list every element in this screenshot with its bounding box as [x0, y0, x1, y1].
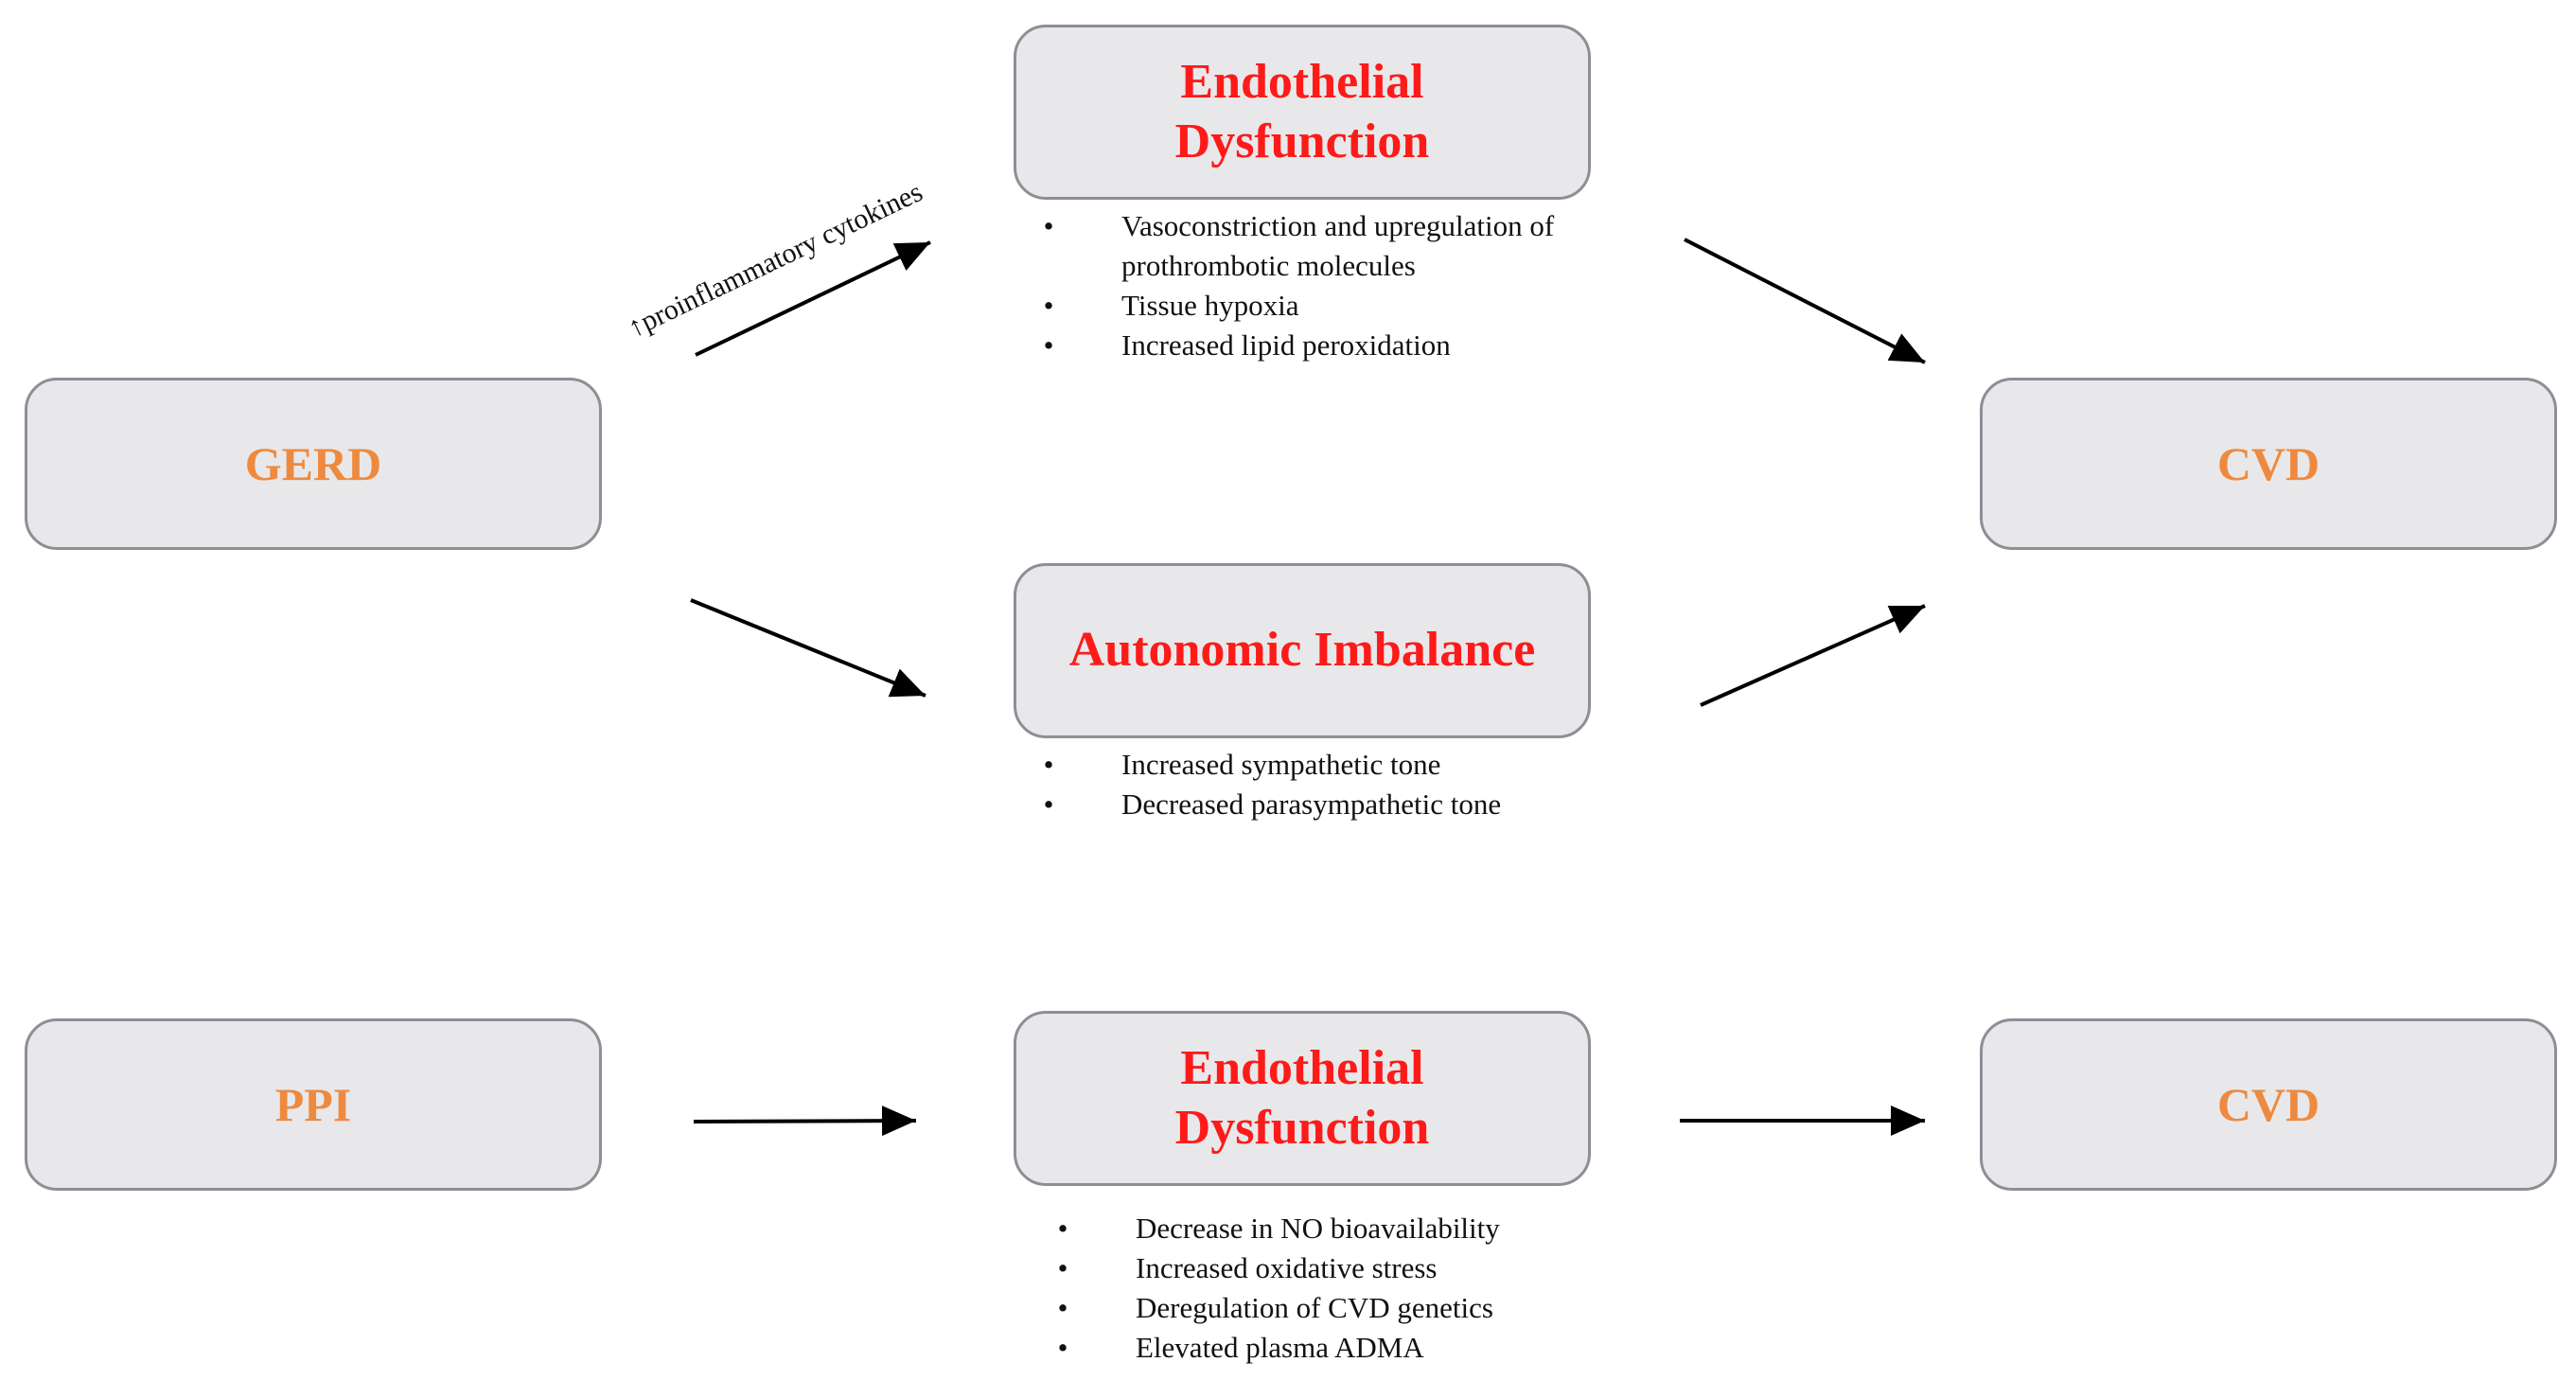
ppi-endothelial-bullets: • Decrease in NO bioavailability • Increas… — [1049, 1209, 1635, 1368]
cvd-box-ppi: CVD — [1980, 1018, 2557, 1191]
cvd-box-gerd: CVD — [1980, 378, 2557, 550]
bullet-item: • Decrease in NO bioavailability — [1049, 1209, 1635, 1248]
bullet-dot: • — [1057, 1212, 1068, 1245]
autonomic-imbalance-box: Autonomic Imbalance — [1014, 563, 1591, 738]
bullet-text: Decrease in NO bioavailability — [1136, 1212, 1500, 1245]
bullet-item: • Tissue hypoxia — [1034, 286, 1621, 326]
bullet-dot: • — [1043, 748, 1054, 781]
bullet-item: • Elevated plasma ADMA — [1049, 1328, 1635, 1368]
gerd-box: GERD — [25, 378, 602, 550]
arrow-gerd-to-autonomic — [690, 598, 926, 698]
endothelial-dysfunction-box-ppi: Endothelial Dysfunction — [1014, 1011, 1591, 1186]
ppi-box: PPI — [25, 1018, 602, 1191]
autonomic-imbalance-bullets: • Increased sympathetic tone • Decreased p… — [1034, 745, 1621, 824]
arrow-autonomic-to-cvd — [1700, 604, 1926, 707]
autonomic-imbalance-label: Autonomic Imbalance — [1068, 623, 1536, 678]
bullet-text: Vasoconstriction and upregulation of pro… — [1121, 209, 1555, 282]
endothelial-dysfunction-bullets: • Vasoconstriction and upregulation of pr… — [1034, 206, 1621, 365]
bullet-dot: • — [1043, 289, 1054, 322]
bullet-item: • Increased oxidative stress — [1049, 1248, 1635, 1288]
bullet-text: Deregulation of CVD genetics — [1136, 1291, 1493, 1324]
arrow-ppi-to-endothelial — [693, 1106, 917, 1137]
arrow-gerd-to-endothelial — [695, 240, 931, 357]
bullet-dot: • — [1043, 209, 1054, 242]
endothelial-dysfunction-label: Endothelial Dysfunction — [1174, 55, 1430, 168]
ppi-label: PPI — [274, 1078, 352, 1131]
cvd-label: CVD — [2216, 437, 2320, 490]
bullet-dot: • — [1057, 1331, 1068, 1364]
cvd-label-ppi: CVD — [2216, 1078, 2320, 1131]
bullet-text: Increased lipid peroxidation — [1121, 328, 1451, 362]
arrow-endothelial-to-cvd — [1684, 238, 1926, 364]
bullet-dot: • — [1043, 328, 1054, 362]
bullet-text: Tissue hypoxia — [1121, 289, 1299, 322]
endothelial-dysfunction-box: Endothelial Dysfunction — [1014, 25, 1591, 200]
bullet-dot: • — [1057, 1251, 1068, 1284]
endothelial-dysfunction-label-ppi: Endothelial Dysfunction — [1174, 1041, 1430, 1155]
bullet-text: Elevated plasma ADMA — [1136, 1331, 1424, 1364]
gerd-label: GERD — [244, 437, 382, 490]
bullet-item: • Decreased parasympathetic tone — [1034, 785, 1621, 824]
bullet-item: • Increased lipid peroxidation — [1034, 326, 1621, 365]
bullet-dot: • — [1043, 787, 1054, 821]
bullet-text: Increased oxidative stress — [1136, 1251, 1438, 1284]
bullet-dot: • — [1057, 1291, 1068, 1324]
bullet-text: Increased sympathetic tone — [1121, 748, 1441, 781]
bullet-item: • Deregulation of CVD genetics — [1049, 1288, 1635, 1328]
bullet-item: • Vasoconstriction and upregulation of pr… — [1034, 206, 1621, 286]
bullet-text: Decreased parasympathetic tone — [1121, 787, 1502, 821]
bullet-item: • Increased sympathetic tone — [1034, 745, 1621, 785]
